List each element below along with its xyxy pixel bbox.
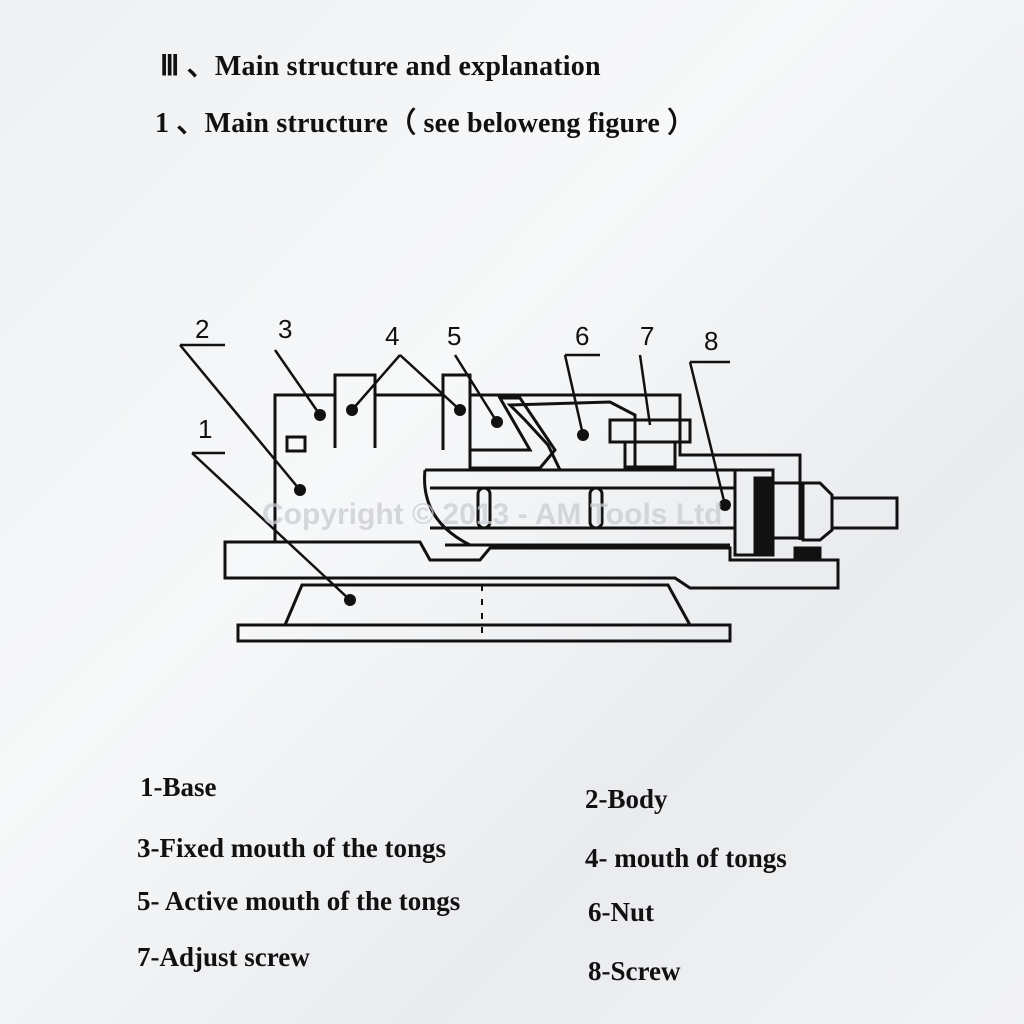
watermark: Copyright © 2013 - AM Tools Ltd <box>262 498 722 531</box>
callout-8: 8 <box>704 326 718 356</box>
legend-item: 3-Fixed mouth of the tongs <box>137 833 446 863</box>
body-lower <box>223 540 840 590</box>
subheading: 1 、Main structure（ see beloweng figure ） <box>155 108 696 139</box>
legend-item: 4- mouth of tongs <box>585 843 787 873</box>
pin <box>285 435 307 453</box>
leader-lines <box>179 343 730 601</box>
legend-item: 8-Screw <box>588 956 681 986</box>
callout-5: 5 <box>447 321 461 351</box>
legend-item: 7-Adjust screw <box>137 942 310 972</box>
legend-item: 2-Body <box>585 784 668 814</box>
body-upper <box>273 373 802 542</box>
callout-3: 3 <box>278 314 292 344</box>
base-swivel <box>283 583 692 626</box>
legend-item: 5- Active mouth of the tongs <box>137 886 461 916</box>
base-plate <box>236 623 732 643</box>
callout-2: 2 <box>195 314 209 344</box>
screw-shaft <box>830 496 899 530</box>
legend-item: 1-Base <box>140 772 217 802</box>
legend-item: 6-Nut <box>588 897 654 927</box>
callout-4: 4 <box>385 321 399 351</box>
section-heading: Ⅲ 、Main structure and explanation <box>160 51 601 82</box>
callout-6: 6 <box>575 321 589 351</box>
callout-1: 1 <box>198 414 212 444</box>
callout-7: 7 <box>640 321 654 351</box>
